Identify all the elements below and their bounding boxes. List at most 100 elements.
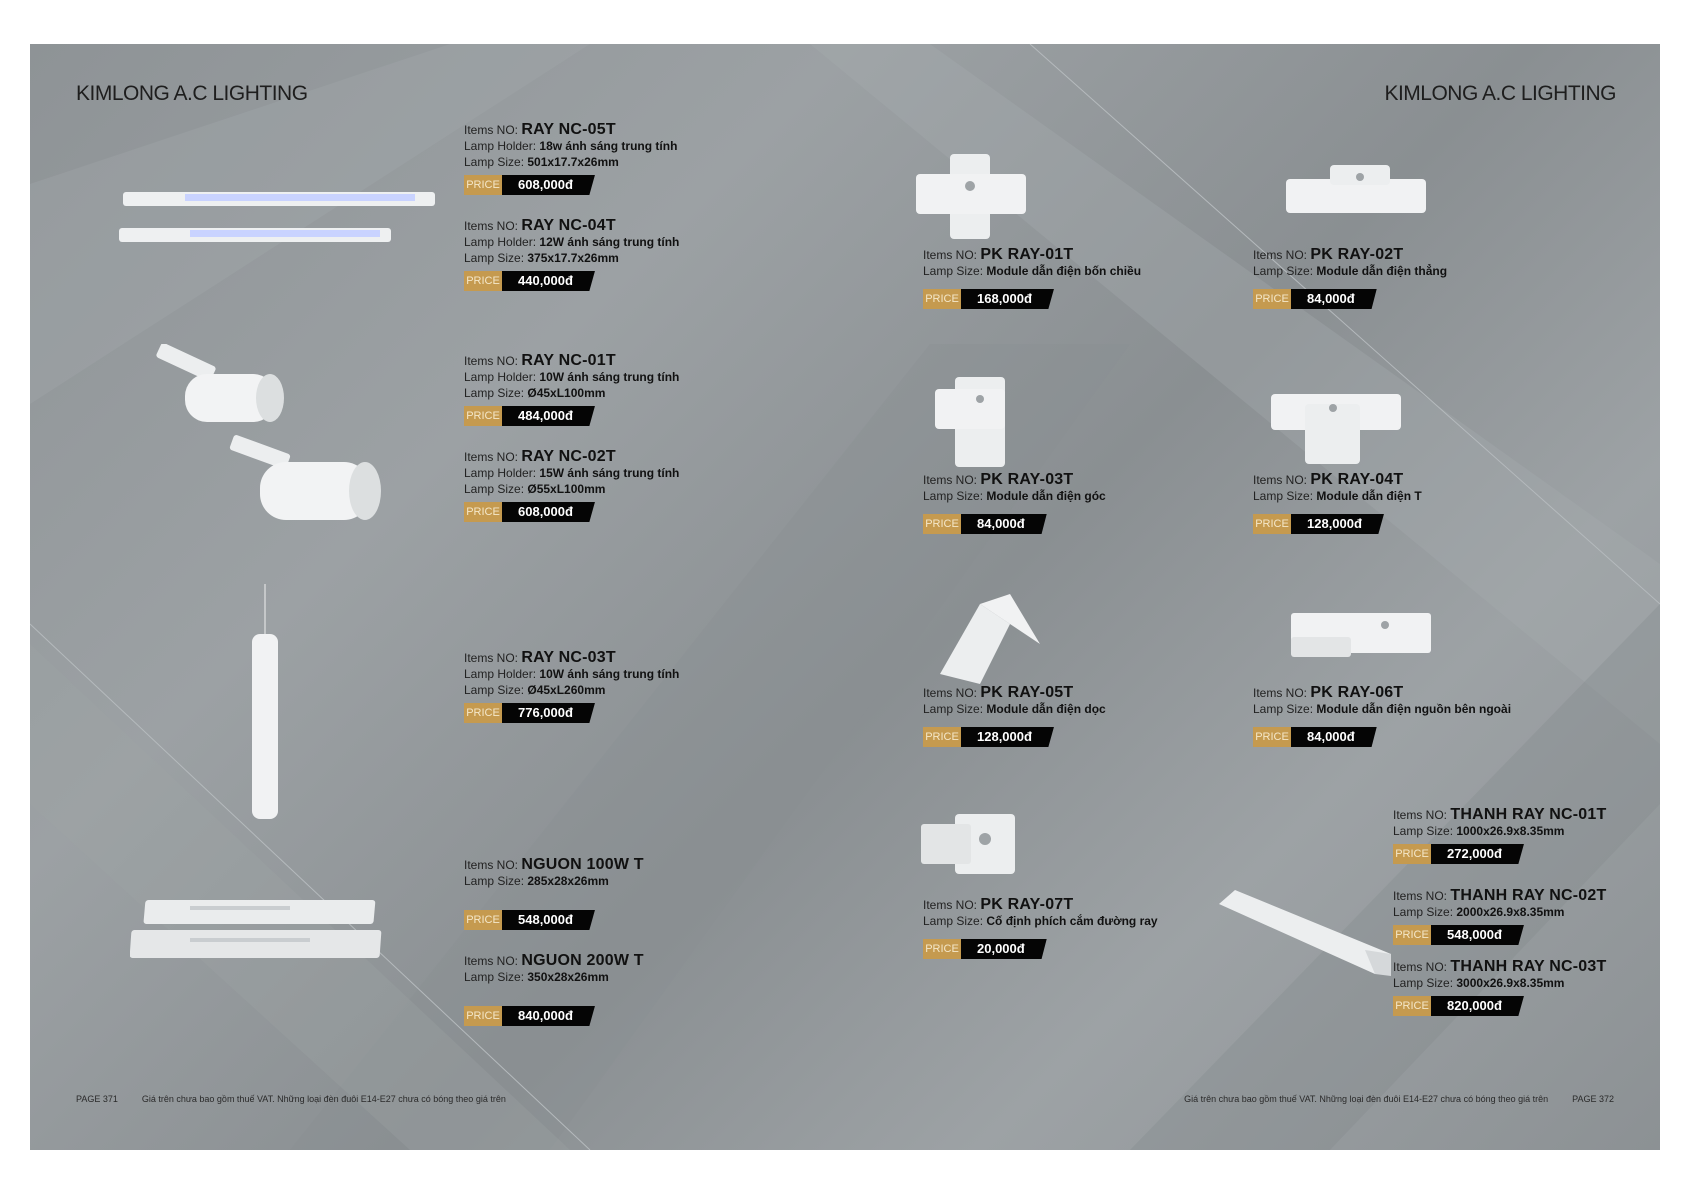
product-code: THANH RAY NC-02T	[1450, 887, 1607, 904]
lamp-size-value: Ø55xL100mm	[527, 482, 606, 496]
footer-note-left: Giá trên chưa bao gồm thuế VAT. Những lo…	[141, 1094, 506, 1104]
product-pk-ray-03t: Items NO: PK RAY-03T Lamp Size: Module d…	[923, 472, 1183, 534]
product-ray-nc-04t: Items NO: RAY NC-04T Lamp Holder: 12W án…	[464, 218, 724, 291]
product-code: NGUON 100W T	[521, 856, 644, 873]
product-code: PK RAY-07T	[980, 896, 1074, 913]
lamp-holder-value: 15W ánh sáng trung tính	[539, 466, 680, 480]
product-code: PK RAY-04T	[1310, 471, 1404, 488]
brand-logo-left: KIMLONG A.C LIGHTING	[76, 82, 308, 105]
price-amount: 776,000đ	[502, 703, 595, 723]
background-pattern	[30, 44, 1660, 1150]
page-number-left: PAGE 371	[76, 1094, 118, 1104]
lamp-size-value: Module dẫn điện dọc	[986, 702, 1106, 716]
product-nguon-100w-t: Items NO: NGUON 100W T Lamp Size: 285x28…	[464, 857, 724, 930]
price-amount: 820,000đ	[1431, 996, 1524, 1016]
price-amount: 548,000đ	[502, 910, 595, 930]
lamp-holder-value: 10W ánh sáng trung tính	[539, 370, 680, 384]
price-amount: 84,000đ	[961, 514, 1047, 534]
product-thanh-ray-nc-02t: Items NO: THANH RAY NC-02T Lamp Size: 20…	[1393, 888, 1653, 945]
price-amount: 440,000đ	[502, 271, 595, 291]
product-code: RAY NC-03T	[521, 649, 616, 666]
product-ray-nc-02t: Items NO: RAY NC-02T Lamp Holder: 15W án…	[464, 449, 724, 522]
page-number-right: PAGE 372	[1572, 1094, 1614, 1104]
product-thanh-ray-nc-03t: Items NO: THANH RAY NC-03T Lamp Size: 30…	[1393, 959, 1653, 1016]
pk-ray-01t-image	[916, 154, 1026, 239]
product-code: NGUON 200W T	[521, 952, 644, 969]
lamp-holder-value: 12W ánh sáng trung tính	[539, 235, 680, 249]
product-code: RAY NC-02T	[521, 448, 616, 465]
lamp-size-value: 1000x26.9x8.35mm	[1456, 824, 1565, 838]
product-nguon-200w-t: Items NO: NGUON 200W T Lamp Size: 350x28…	[464, 953, 724, 1026]
lamp-size-value: Module dẫn điện bốn chiều	[986, 264, 1142, 278]
lamp-size-value: 350x28x26mm	[527, 970, 609, 984]
power-supply-image	[130, 900, 382, 958]
price-amount: 484,000đ	[502, 406, 595, 426]
catalog-spread: KIMLONG A.C LIGHTING KIMLONG A.C LIGHTIN…	[30, 44, 1660, 1150]
lamp-size-value: Ø45xL100mm	[527, 386, 606, 400]
product-pk-ray-04t: Items NO: PK RAY-04T Lamp Size: Module d…	[1253, 472, 1513, 534]
product-code: THANH RAY NC-01T	[1450, 806, 1607, 823]
product-ray-nc-05t: Items NO: RAY NC-05T Lamp Holder: 18w án…	[464, 122, 724, 195]
pk-ray-03t-image	[935, 377, 1005, 467]
track-rail-image	[1219, 890, 1391, 976]
lamp-size-value: Module dẫn điện góc	[986, 489, 1106, 503]
lamp-size-value: Module dẫn điện thẳng	[1316, 264, 1448, 278]
product-thanh-ray-nc-01t: Items NO: THANH RAY NC-01T Lamp Size: 10…	[1393, 807, 1653, 864]
product-ray-nc-01t: Items NO: RAY NC-01T Lamp Holder: 10W án…	[464, 353, 724, 426]
pk-ray-02t-image	[1286, 165, 1426, 213]
footer-note-right: Giá trên chưa bao gồm thuế VAT. Những lo…	[1184, 1094, 1549, 1104]
lamp-size-value: 2000x26.9x8.35mm	[1456, 905, 1565, 919]
lamp-size-value: 501x17.7x26mm	[527, 155, 619, 169]
price-amount: 20,000đ	[961, 939, 1047, 959]
lamp-size-value: 3000x26.9x8.35mm	[1456, 976, 1565, 990]
price-amount: 128,000đ	[961, 727, 1054, 747]
price-amount: 272,000đ	[1431, 844, 1524, 864]
price-amount: 84,000đ	[1291, 727, 1377, 747]
linear-track-light-image	[119, 192, 435, 242]
lamp-holder-value: 18w ánh sáng trung tính	[539, 139, 678, 153]
product-pk-ray-02t: Items NO: PK RAY-02T Lamp Size: Module d…	[1253, 247, 1513, 309]
product-code: THANH RAY NC-03T	[1450, 958, 1607, 975]
footer-left: PAGE 371 Giá trên chưa bao gồm thuế VAT. …	[76, 1094, 506, 1104]
pk-ray-07t-image	[921, 814, 1015, 874]
price-amount: 548,000đ	[1431, 925, 1524, 945]
price-amount: 128,000đ	[1291, 514, 1384, 534]
footer-right: Giá trên chưa bao gồm thuế VAT. Những lo…	[1184, 1094, 1614, 1104]
pendant-light-image	[252, 584, 278, 819]
pk-ray-04t-image	[1271, 394, 1401, 464]
pk-ray-06t-image	[1291, 613, 1431, 657]
product-ray-nc-03t: Items NO: RAY NC-03T Lamp Holder: 10W án…	[464, 650, 724, 723]
price-amount: 84,000đ	[1291, 289, 1377, 309]
product-code: RAY NC-01T	[521, 352, 616, 369]
product-pk-ray-01t: Items NO: PK RAY-01T Lamp Size: Module d…	[923, 247, 1183, 309]
pk-ray-05t-image	[940, 594, 1040, 684]
lamp-size-value: Cố định phích cắm đường ray	[986, 914, 1158, 928]
product-pk-ray-07t: Items NO: PK RAY-07T Lamp Size: Cố định …	[923, 897, 1183, 959]
product-code: PK RAY-06T	[1310, 684, 1404, 701]
lamp-holder-value: 10W ánh sáng trung tính	[539, 667, 680, 681]
lamp-size-value: Module dẫn điện T	[1316, 489, 1422, 503]
lamp-size-value: 285x28x26mm	[527, 874, 609, 888]
product-code: RAY NC-04T	[521, 217, 616, 234]
price-amount: 840,000đ	[502, 1006, 595, 1026]
lamp-size-value: Module dẫn điện nguồn bên ngoài	[1316, 702, 1512, 716]
product-code: RAY NC-05T	[521, 121, 616, 138]
spot-track-light-image	[156, 344, 381, 520]
lamp-size-value: 375x17.7x26mm	[527, 251, 619, 265]
brand-logo-right: KIMLONG A.C LIGHTING	[1384, 82, 1616, 105]
